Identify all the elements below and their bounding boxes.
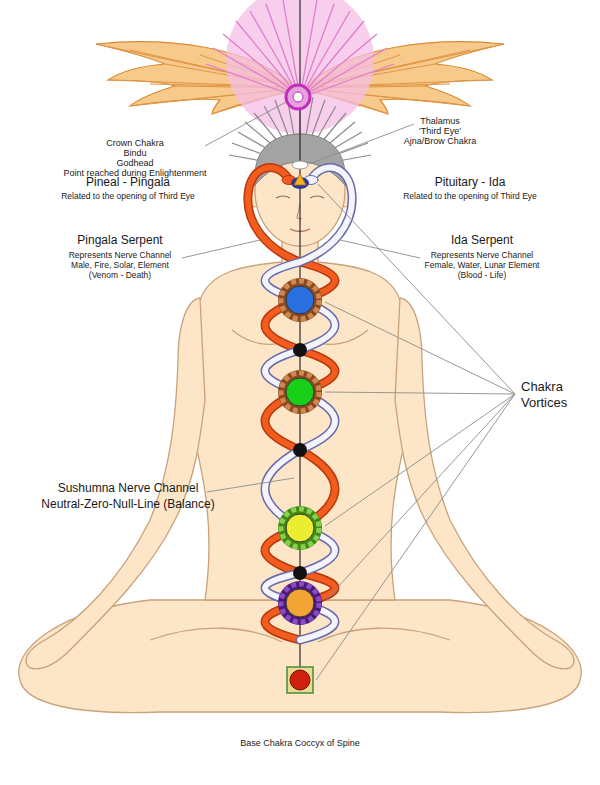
crown-label: Godhead [116, 158, 153, 168]
ida-serpent [265, 168, 352, 640]
chakra-vortex [286, 514, 314, 542]
leader-line [182, 102, 515, 680]
vortex-label: Vortices [521, 396, 567, 411]
base-label: Base Chakra Coccyx of Spine [240, 738, 360, 748]
body-figure [26, 298, 205, 669]
gland-note: Related to the opening of Third Eye [403, 191, 537, 201]
serpent-note: (Venom - Death) [89, 270, 151, 280]
leader-line [340, 240, 420, 258]
chakra-vortex [281, 509, 319, 547]
light-ray [300, 11, 350, 98]
gland-heading: Pituitary - Ida [435, 175, 506, 189]
chakra-vortex [286, 589, 314, 617]
light-ray [300, 34, 377, 98]
leader-line [325, 302, 515, 394]
leader-line [182, 240, 260, 258]
channel-heading: Sushumna Nerve Channel [58, 482, 199, 496]
thalamus-label: Ajna/Brow Chakra [404, 136, 477, 146]
leader-line [325, 394, 515, 526]
chakra-vortex [278, 506, 322, 550]
body-figure [150, 628, 282, 642]
serpent-heading: Pingala Serpent [77, 234, 162, 248]
serpent-note: Male, Fire, Solar, Element [71, 260, 169, 270]
chakra-vortex [278, 581, 322, 625]
ida-serpent [265, 168, 352, 640]
serpent-note: Female, Water, Lunar Element [425, 261, 540, 271]
channel-heading: Sushumna Nerve Channel [58, 481, 199, 495]
thalamus-label: Ajna/Brow Chakra [404, 136, 477, 146]
vortex-label: Vortices [521, 395, 567, 410]
crown-label: Crown Chakra [106, 138, 164, 148]
chakra-vortex [278, 370, 322, 414]
leader-line [325, 392, 515, 394]
ida-serpent [265, 168, 352, 640]
third-eye [292, 161, 308, 169]
crown-chakra [293, 92, 303, 102]
energy-node [293, 443, 307, 457]
leader-line [318, 184, 515, 394]
serpent-note: (Venom - Death) [89, 271, 151, 281]
crown-label: Crown Chakra [106, 138, 164, 148]
serpent-note: Male, Fire, Solar, Element [71, 261, 169, 271]
serpent-note: Represents Nerve Channel [69, 250, 172, 260]
crown-chakra [286, 85, 310, 109]
chakra-vortex [287, 667, 313, 693]
serpent-heading: Ida Serpent [451, 233, 513, 247]
vortex-label: Chakra [521, 379, 563, 394]
crown-label: Godhead [116, 158, 153, 168]
channel-note: Neutral-Zero-Null-Line (Balance) [41, 497, 214, 511]
head [276, 196, 290, 198]
serpent-note: Female, Water, Lunar Element [425, 260, 540, 270]
serpent-note: (Blood - Life) [458, 271, 507, 281]
body-figure [395, 298, 574, 669]
serpent-heading: Ida Serpent [451, 234, 513, 248]
leader-line [207, 478, 294, 492]
leader-line [316, 394, 515, 680]
serpent-heading: Pingala Serpent [77, 233, 162, 247]
leader-line [309, 124, 414, 164]
body-figure [318, 628, 450, 642]
gland-note: Related to the opening of Third Eye [403, 192, 537, 202]
serpent-note: Represents Nerve Channel [431, 251, 534, 261]
gland-heading: Pineal - Pingala [86, 176, 170, 190]
energy-node [293, 343, 307, 357]
leader-line [205, 102, 286, 146]
chakra-vortex [281, 281, 319, 319]
leader-line [325, 394, 515, 601]
head [310, 196, 324, 198]
vortex-label: Chakra [521, 380, 563, 395]
light-ray [300, 48, 387, 98]
channel-note: Neutral-Zero-Null-Line (Balance) [41, 498, 214, 512]
serpent-note: (Blood - Life) [458, 270, 507, 280]
third-eye [291, 161, 309, 189]
thalamus-label: Thalamus [420, 116, 460, 126]
energy-node [293, 566, 307, 580]
crown-label: Bindu [123, 148, 146, 158]
chakra-vortex [286, 378, 314, 406]
serpent-note: Represents Nerve Channel [431, 250, 534, 260]
gland-note: Related to the opening of Third Eye [61, 192, 195, 202]
gland-heading: Pituitary - Ida [435, 176, 506, 190]
light-ray [300, 64, 394, 98]
chakra-vortex [290, 670, 310, 690]
gland-note: Related to the opening of Third Eye [61, 191, 195, 201]
crown-chakra [286, 85, 310, 109]
chakra-vortex [286, 286, 314, 314]
thalamus-label: 'Third Eye' [419, 126, 461, 136]
chakra-vortex [281, 584, 319, 622]
third-eye [294, 174, 306, 185]
chakra-vortex [278, 278, 322, 693]
chakra-vortex [278, 278, 322, 322]
crown-label: Bindu [123, 148, 146, 158]
thalamus-label: 'Third Eye' [419, 126, 461, 136]
light-ray [283, 0, 300, 98]
gland-heading: Pineal - Pingala [86, 175, 170, 189]
thalamus-label: Thalamus [420, 116, 460, 126]
base-label: Base Chakra Coccyx of Spine [240, 738, 360, 748]
serpent-note: Represents Nerve Channel [69, 251, 172, 261]
chakra-vortex [281, 373, 319, 411]
